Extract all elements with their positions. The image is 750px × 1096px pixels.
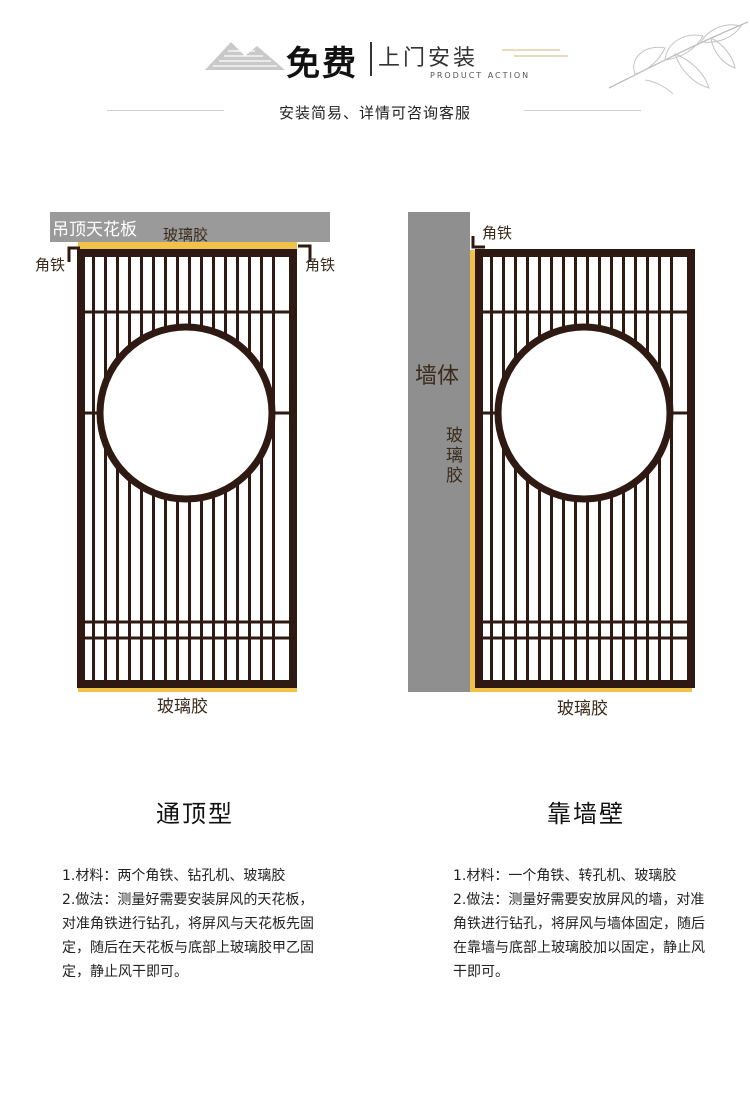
glue-bottom-label: 玻璃胶 xyxy=(157,697,208,717)
bracket-left-label: 角铁 xyxy=(35,256,66,274)
glue-strip-top xyxy=(78,242,297,250)
header-divider-left xyxy=(107,110,224,111)
brand-divider xyxy=(370,42,372,76)
ceiling-mount-diagram xyxy=(50,212,330,692)
wall-block xyxy=(408,212,470,692)
right-diagram: 角铁 墙体 玻璃胶 玻璃胶 xyxy=(375,0,750,760)
decor-lines-icon xyxy=(502,49,568,57)
wall-bracket-label: 角铁 xyxy=(482,224,513,242)
bracket-right-label: 角铁 xyxy=(305,256,336,274)
brand-free-text: 免费 xyxy=(286,44,358,84)
glue-top-label: 玻璃胶 xyxy=(163,226,209,244)
right-desc-method: 2.做法：测量好需要安放屏风的墙，对准角铁进行钻孔，将屏风与墙体固定，随后在靠墙… xyxy=(453,892,705,980)
left-title: 通顶型 xyxy=(156,800,234,828)
ceiling-board xyxy=(50,212,330,242)
round-window xyxy=(96,323,276,503)
mountain-logo-icon xyxy=(205,42,285,70)
wall-bracket xyxy=(471,236,485,249)
glue-bottom-right-label: 玻璃胶 xyxy=(557,699,608,719)
header: 免费 上门安装 PRODUCT ACTION 安装简易、详情可咨询客服 xyxy=(0,0,750,130)
brand-english-text: PRODUCT ACTION xyxy=(430,71,531,80)
left-description: 1.材料：两个角铁、钻孔机、玻璃胶 2.做法：测量好需要安装屏风的天花板，对准角… xyxy=(62,864,324,984)
leaf-branch-icon xyxy=(608,21,749,94)
right-bracket xyxy=(298,244,312,262)
wall-mount-diagram xyxy=(408,212,695,692)
left-desc-method: 2.做法：测量好需要安装屏风的天花板，对准角铁进行钻孔，将屏风与天花板先固定，随… xyxy=(62,892,314,980)
glue-strip-side xyxy=(470,250,478,684)
wall-label: 墙体 xyxy=(415,364,460,389)
install-subtitle: 安装简易、详情可咨询客服 xyxy=(278,104,471,122)
ceiling-label: 吊顶天花板 xyxy=(52,220,137,240)
left-diagram: 吊顶天花板 玻璃胶 角铁 角铁 玻璃胶 xyxy=(0,0,375,760)
glue-side-label: 玻璃胶 xyxy=(446,426,463,486)
brand-install-text: 上门安装 xyxy=(378,46,479,71)
right-desc-materials: 1.材料：一个角铁、转孔机、玻璃胶 xyxy=(453,868,677,884)
round-window-right xyxy=(494,323,674,503)
right-description: 1.材料：一个角铁、转孔机、玻璃胶 2.做法：测量好需要安放屏风的墙，对准角铁进… xyxy=(453,864,715,984)
left-bracket xyxy=(67,246,80,262)
right-title: 靠墙壁 xyxy=(547,800,625,828)
left-desc-materials: 1.材料：两个角铁、钻孔机、玻璃胶 xyxy=(62,868,286,884)
header-divider-right xyxy=(524,110,641,111)
